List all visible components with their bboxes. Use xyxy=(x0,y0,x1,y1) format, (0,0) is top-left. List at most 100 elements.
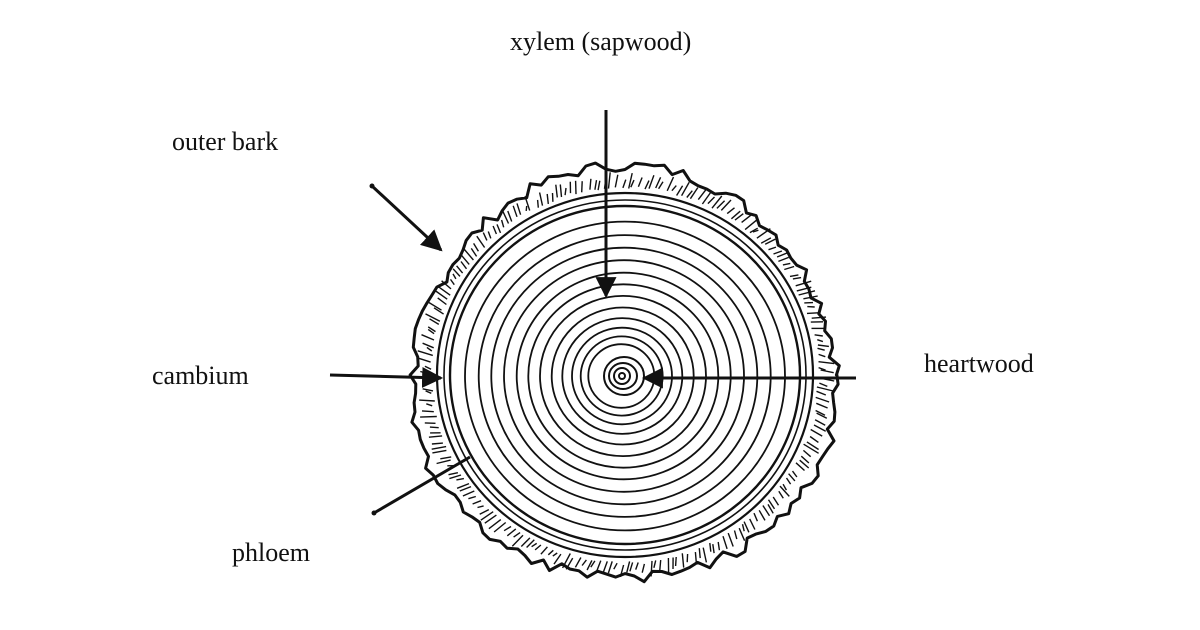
label-phloem: phloem xyxy=(232,538,310,567)
bark-hatch-stroke xyxy=(772,496,780,506)
bark-texture xyxy=(417,172,835,578)
bark-hatch-stroke xyxy=(773,250,783,255)
bark-hatch-stroke xyxy=(814,334,823,337)
bark-hatch-stroke xyxy=(536,199,539,208)
bark-hatch-stroke xyxy=(452,268,461,277)
bark-hatch-stroke xyxy=(795,462,805,472)
bark-hatch-stroke xyxy=(516,203,522,215)
cambium-ring-outer xyxy=(443,199,807,551)
phloem-pointer-dot xyxy=(371,510,377,516)
bark-hatch-stroke xyxy=(432,449,447,454)
outer-bark-pointer-dot xyxy=(369,183,375,189)
bark-hatch-stroke xyxy=(452,273,457,280)
bark-hatch-stroke xyxy=(502,210,510,224)
bark-hatch-stroke xyxy=(749,227,759,234)
bark-hatch-stroke xyxy=(727,532,734,547)
bark-hatch-stroke xyxy=(427,328,435,335)
bark-hatch-stroke xyxy=(421,410,434,413)
bark-hatch-stroke xyxy=(655,177,662,189)
bark-hatch-stroke xyxy=(427,326,436,333)
bark-hatch-stroke xyxy=(482,232,488,241)
bark-hatch-stroke xyxy=(538,192,544,206)
bark-hatch-stroke xyxy=(429,318,440,325)
bark-hatch-stroke xyxy=(460,261,468,270)
bark-hatch-stroke xyxy=(733,530,738,540)
growth-ring xyxy=(464,220,786,532)
bark-hatch-stroke xyxy=(816,412,828,419)
bark-hatch-stroke xyxy=(526,539,535,548)
bark-hatch-stroke xyxy=(722,535,728,550)
bark-hatch-stroke xyxy=(507,210,513,222)
bark-hatch-stroke xyxy=(459,485,472,492)
bark-hatch-stroke xyxy=(676,185,684,196)
bark-hatch-stroke xyxy=(581,559,587,566)
bark-hatch-stroke xyxy=(630,179,635,188)
bark-hatch-stroke xyxy=(586,560,593,571)
bark-hatch-stroke xyxy=(476,235,486,248)
bark-hatch-stroke xyxy=(813,424,827,432)
bark-hatch-stroke xyxy=(463,248,474,261)
bark-hatch-stroke xyxy=(425,390,432,394)
bark-hatch-stroke xyxy=(816,386,834,392)
bark-hatch-stroke xyxy=(753,512,759,522)
pith-ring xyxy=(613,367,631,385)
bark-hatch-stroke xyxy=(449,278,455,286)
growth-ring xyxy=(477,234,772,518)
bark-hatch-stroke xyxy=(635,562,639,570)
cambium-ring-inner xyxy=(448,204,802,546)
bark-hatch-stroke xyxy=(752,229,759,233)
bark-hatch-stroke xyxy=(470,248,478,257)
bark-hatch-stroke xyxy=(421,334,435,341)
bark-hatch-stroke xyxy=(594,179,598,190)
bark-hatch-stroke xyxy=(788,473,796,482)
label-cambium: cambium xyxy=(152,361,249,390)
bark-hatch-stroke xyxy=(480,511,494,521)
bark-hatch-stroke xyxy=(818,353,826,358)
bark-hatch-stroke xyxy=(806,441,819,451)
growth-ring xyxy=(490,246,759,506)
bark-hatch-stroke xyxy=(681,553,685,568)
bark-hatch-stroke xyxy=(811,316,827,319)
pith-center xyxy=(618,372,626,380)
bark-hatch-stroke xyxy=(698,548,701,559)
bark-hatch-stroke xyxy=(564,187,567,196)
bark-hatch-stroke xyxy=(574,557,582,568)
bark-hatch-stroke xyxy=(511,534,524,547)
bark-hatch-stroke xyxy=(653,560,657,568)
label-outer-bark: outer bark xyxy=(172,127,278,156)
bark-hatch-stroke xyxy=(555,184,558,198)
bark-hatch-stroke xyxy=(815,409,826,416)
bark-hatch-stroke xyxy=(433,307,444,315)
pith-ring xyxy=(608,362,638,390)
bark-hatch-stroke xyxy=(707,196,715,205)
bark-hatch-stroke xyxy=(456,477,465,481)
bark-hatch-stroke xyxy=(484,514,497,524)
bark-hatch-stroke xyxy=(488,519,502,530)
bark-hatch-stroke xyxy=(449,474,462,480)
bark-hatch-stroke xyxy=(779,485,790,497)
bark-hatch-stroke xyxy=(473,243,479,252)
bark-hatch-stroke xyxy=(531,542,538,548)
bark-hatch-stroke xyxy=(819,382,828,388)
bark-hatch-stroke xyxy=(492,225,498,235)
bark-hatch-stroke xyxy=(758,509,766,521)
bark-hatch-stroke xyxy=(820,369,834,374)
bark-hatch-stroke xyxy=(658,181,664,190)
bark-hatch-stroke xyxy=(743,521,750,533)
bark-hatch-stroke xyxy=(741,524,745,532)
bark-hatch-stroke xyxy=(435,290,448,300)
bark-hatch-stroke xyxy=(622,179,627,189)
bark-hatch-stroke xyxy=(816,390,827,396)
bark-hatch-stroke xyxy=(503,525,512,532)
bark-hatch-stroke xyxy=(425,313,441,322)
bark-hatch-stroke xyxy=(619,564,625,578)
bark-hatch-stroke xyxy=(789,274,799,278)
bark-outer-edge xyxy=(408,161,841,584)
bark-hatch-stroke xyxy=(428,435,443,438)
bark-hatch-stroke xyxy=(524,195,531,211)
label-xylem-sapwood: xylem (sapwood) xyxy=(510,27,691,56)
bark-hatch-stroke xyxy=(456,482,470,489)
bark-hatch-stroke xyxy=(546,193,549,204)
bark-hatch-stroke xyxy=(689,187,699,200)
